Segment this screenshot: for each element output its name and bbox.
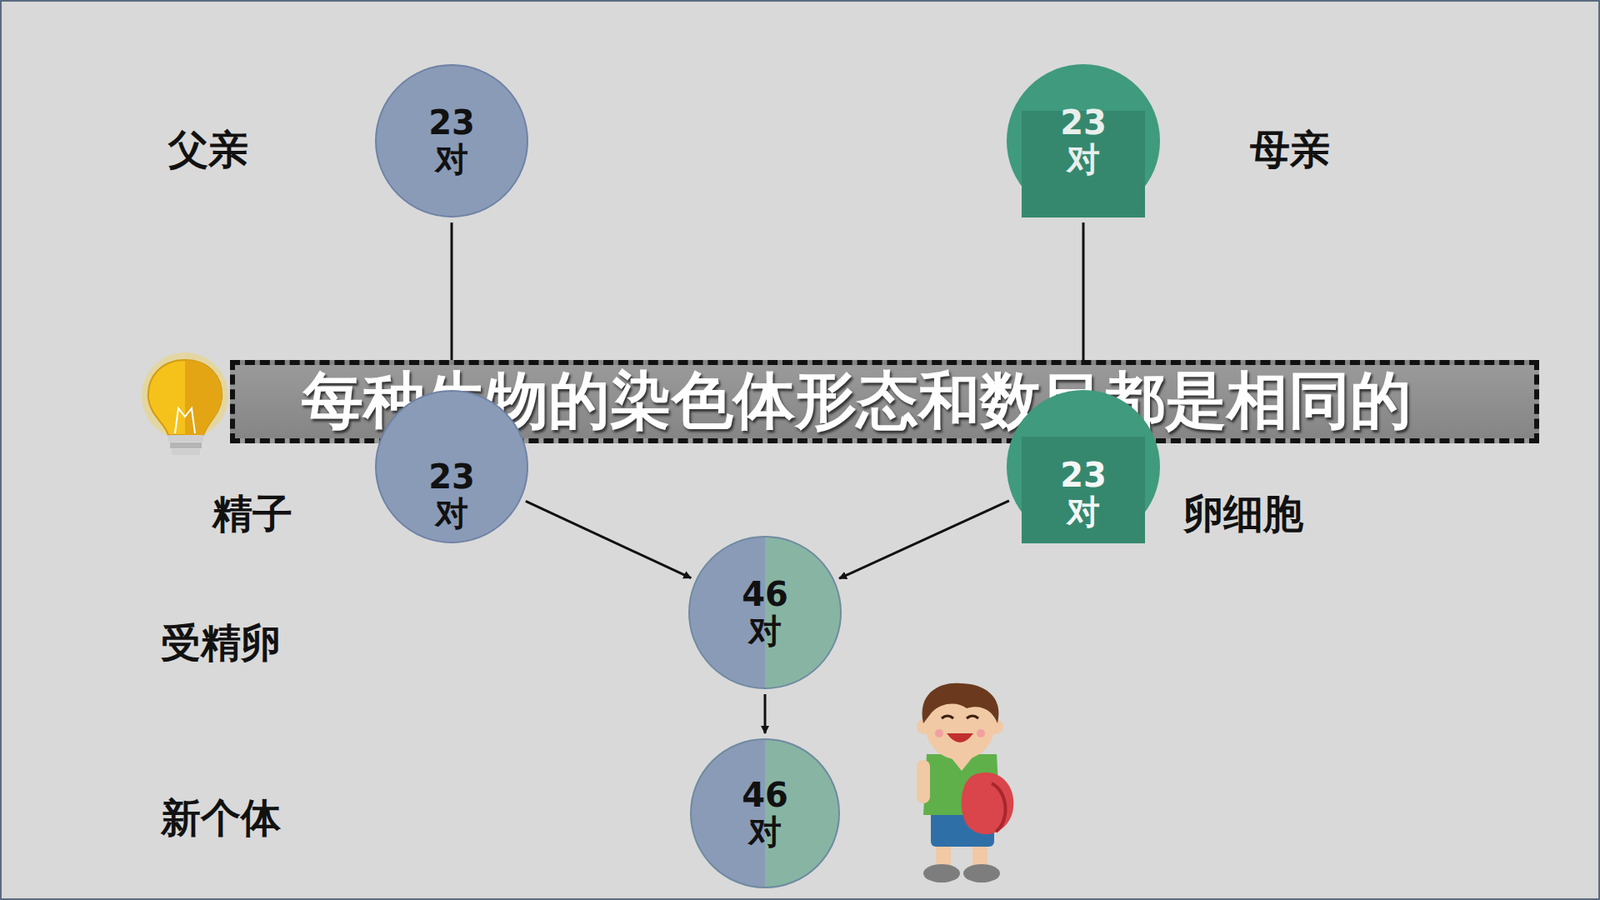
mother-circle: 23 对 xyxy=(1006,64,1160,218)
flow-arrow xyxy=(525,500,691,578)
pair-count: 23 对 xyxy=(425,104,478,178)
father-circle: 23 对 xyxy=(375,64,529,218)
pair-count: 23 对 xyxy=(1057,456,1110,530)
pair-count: 23 对 xyxy=(425,458,478,532)
stage-label: 母亲 xyxy=(1250,123,1330,177)
boy-illustration xyxy=(916,683,1014,883)
light-bulb-icon xyxy=(141,352,229,455)
stage-label: 卵细胞 xyxy=(1183,487,1304,541)
egg-circle: 23 对 xyxy=(1006,390,1160,544)
stage-label: 精子 xyxy=(212,487,293,541)
stage-label: 新个体 xyxy=(160,791,281,845)
sperm-circle: 23 对 xyxy=(375,390,529,544)
flow-arrow xyxy=(839,500,1010,579)
new-individual-circle: 46 对 xyxy=(690,738,840,889)
zygote-circle: 46 对 xyxy=(688,535,842,690)
pair-count: 23 对 xyxy=(1057,104,1110,178)
pair-count: 46 对 xyxy=(739,776,791,850)
stage-label: 父亲 xyxy=(168,123,249,177)
pair-count: 46 对 xyxy=(739,575,791,650)
stage-label: 受精卵 xyxy=(160,616,281,670)
flow-arrow xyxy=(764,694,767,734)
